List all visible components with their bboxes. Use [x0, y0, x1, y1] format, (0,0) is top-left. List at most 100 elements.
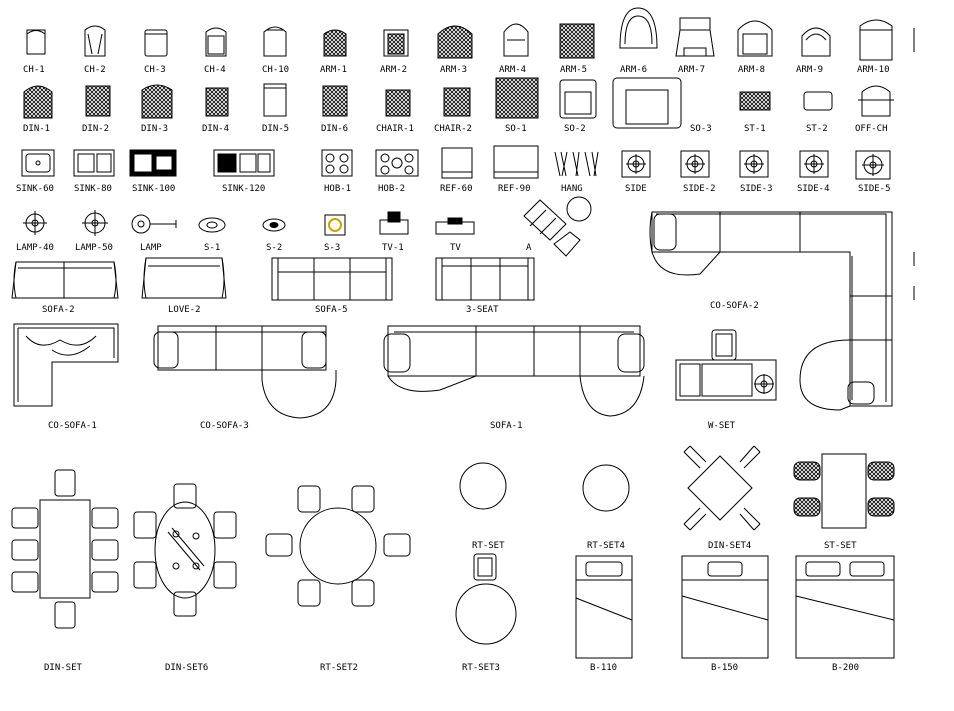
label-chair-2: CHAIR-2 [434, 124, 472, 134]
block-ch-3[interactable]: CH-3 [144, 29, 168, 75]
block-din-set6[interactable]: DIN-SET6 [133, 483, 237, 673]
block-din-4[interactable]: DIN-4 [202, 87, 229, 134]
block-side-5[interactable]: SIDE-5 [855, 150, 891, 194]
label-ch-1: CH-1 [23, 65, 45, 75]
label-ref-90: REF-90 [498, 184, 531, 194]
block-ref-60[interactable]: REF-60 [440, 147, 473, 194]
block-sink-80[interactable]: SINK-80 [73, 149, 115, 194]
block-arm-9[interactable]: ARM-9 [796, 27, 831, 75]
label-so-1: SO-1 [505, 124, 527, 134]
block-so-1[interactable]: SO-1 [495, 77, 539, 134]
block-rt-set4[interactable]: RT-SET4 [582, 464, 630, 551]
block-arm-6[interactable]: ARM-6 [619, 7, 658, 75]
block-rt-set[interactable]: RT-SET [459, 462, 507, 551]
block-arm-10[interactable]: ARM-10 [857, 19, 893, 75]
block-ref-90[interactable]: REF-90 [493, 145, 539, 194]
block-din-1[interactable]: DIN-1 [23, 85, 53, 134]
block-sink-120[interactable]: SINK-120 [213, 149, 275, 194]
label-side-2: SIDE-2 [683, 184, 716, 194]
block-din-6[interactable]: DIN-6 [321, 85, 348, 134]
label-din-set6: DIN-SET6 [165, 663, 208, 673]
label-st-1: ST-1 [744, 124, 766, 134]
block-st-2[interactable]: ST-2 [803, 91, 833, 134]
block-sink-100[interactable]: SINK-100 [129, 149, 177, 194]
label-b-110: B-110 [590, 663, 617, 673]
label-rt-set2: RT-SET2 [320, 663, 358, 673]
block-arm-2[interactable]: ARM-2 [380, 29, 409, 75]
block-lamp-40[interactable]: LAMP-40 [16, 211, 54, 253]
block-hang[interactable]: HANG [554, 151, 599, 194]
block-a[interactable]: A [523, 196, 592, 257]
block-w-set[interactable]: W-SET [675, 329, 777, 431]
label-s-3: S-3 [324, 243, 340, 253]
label-din-2: DIN-2 [82, 124, 109, 134]
block-off-ch[interactable]: OFF-CH [855, 85, 894, 134]
label-so-3: SO-3 [690, 124, 712, 134]
block-side-4[interactable]: SIDE-4 [797, 150, 830, 194]
block-ch-4[interactable]: CH-4 [204, 27, 227, 75]
label-3-seat: 3-SEAT [466, 305, 499, 315]
block-arm-3[interactable]: ARM-3 [437, 25, 473, 75]
block-side-3[interactable]: SIDE-3 [739, 150, 773, 194]
block-chair-1[interactable]: CHAIR-1 [376, 89, 414, 134]
label-sofa-1: SOFA-1 [490, 421, 523, 431]
block-st-set[interactable]: ST-SET [793, 453, 895, 551]
block-st-1[interactable]: ST-1 [739, 91, 771, 134]
label-din-set4: DIN-SET4 [708, 541, 751, 551]
label-sink-80: SINK-80 [74, 184, 112, 194]
label-ch-4: CH-4 [204, 65, 226, 75]
label-ref-60: REF-60 [440, 184, 473, 194]
block-co-sofa-1[interactable]: CO-SOFA-1 [13, 323, 119, 431]
block-ch-10[interactable]: CH-10 [262, 26, 289, 75]
block-din-2[interactable]: DIN-2 [82, 85, 111, 134]
block-ch-2[interactable]: CH-2 [84, 25, 106, 75]
label-arm-8: ARM-8 [738, 65, 765, 75]
label-side-5: SIDE-5 [858, 184, 891, 194]
block-arm-4[interactable]: ARM-4 [499, 23, 529, 75]
block-s-3[interactable]: S-3 [324, 214, 346, 253]
block-so-3[interactable]: SO-3 [612, 77, 712, 134]
label-tv: TV [450, 243, 461, 253]
block-rt-set3[interactable]: RT-SET3 [455, 553, 517, 673]
block-din-5[interactable]: DIN-5 [262, 83, 289, 134]
label-lamp: LAMP [140, 243, 162, 253]
block-hob-1[interactable]: HOB-1 [321, 149, 353, 194]
label-arm-10: ARM-10 [857, 65, 890, 75]
label-a: A [526, 243, 532, 253]
block-b-200[interactable]: B-200 [795, 555, 895, 673]
label-din-set: DIN-SET [44, 663, 83, 673]
block-lamp-50[interactable]: LAMP-50 [75, 210, 113, 253]
block-b-110[interactable]: B-110 [575, 555, 633, 673]
block-sofa-1[interactable]: SOFA-1 [383, 325, 645, 431]
block-arm-7[interactable]: ARM-7 [675, 17, 715, 75]
label-rt-set3: RT-SET3 [462, 663, 500, 673]
block-lamp[interactable]: LAMP [131, 214, 177, 253]
block-sofa-2[interactable]: SOFA-2 [11, 261, 119, 315]
block-sofa-5[interactable]: SOFA-5 [271, 257, 393, 315]
block-rt-set2[interactable]: RT-SET2 [265, 485, 411, 673]
block-3-seat[interactable]: 3-SEAT [435, 257, 535, 315]
block-side-2[interactable]: SIDE-2 [680, 150, 716, 194]
block-so-2[interactable]: SO-2 [559, 79, 597, 134]
block-hob-2[interactable]: HOB-2 [375, 149, 419, 194]
block-love-2[interactable]: LOVE-2 [141, 257, 227, 315]
block-arm-1[interactable]: ARM-1 [320, 29, 347, 75]
block-b-150[interactable]: B-150 [681, 555, 769, 673]
block-sink-60[interactable]: SINK-60 [16, 149, 55, 194]
label-lamp-50: LAMP-50 [75, 243, 113, 253]
block-co-sofa-3[interactable]: CO-SOFA-3 [153, 325, 337, 431]
block-side[interactable]: SIDE [621, 150, 651, 194]
block-ch-1[interactable]: CH-1 [23, 29, 46, 75]
block-s-2[interactable]: S-2 [262, 218, 286, 253]
block-tv-1[interactable]: TV-1 [379, 211, 409, 253]
block-din-set4[interactable]: DIN-SET4 [683, 445, 761, 551]
block-co-sofa-2[interactable]: CO-SOFA-2 [649, 211, 915, 411]
block-arm-5[interactable]: ARM-5 [559, 23, 595, 75]
block-chair-2[interactable]: CHAIR-2 [434, 87, 472, 134]
block-tv[interactable]: TV [435, 217, 475, 253]
block-arm-8[interactable]: ARM-8 [737, 20, 773, 75]
block-din-3[interactable]: DIN-3 [141, 84, 173, 134]
label-lamp-40: LAMP-40 [16, 243, 54, 253]
block-s-1[interactable]: S-1 [198, 217, 226, 253]
block-din-set[interactable]: DIN-SET [11, 469, 119, 673]
